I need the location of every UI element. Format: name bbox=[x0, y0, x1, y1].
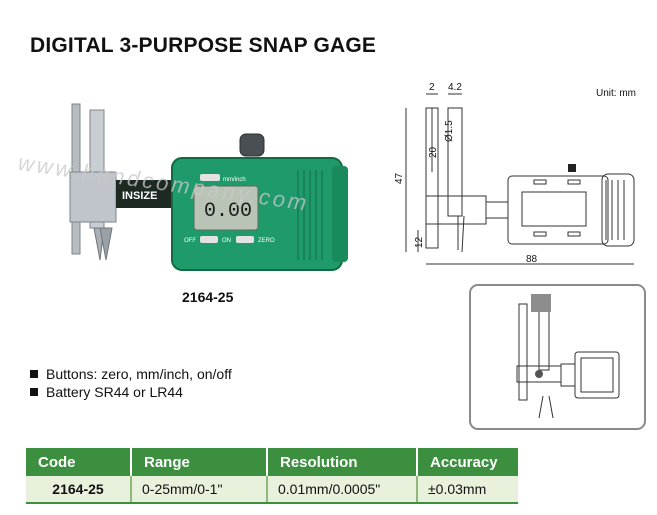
cell-range: 0-25mm/0-1" bbox=[131, 476, 268, 504]
brand-logo: INSIZE bbox=[122, 190, 157, 202]
product-photo: INSIZE 0.00 mm/inch OFF ON ZERO bbox=[69, 103, 348, 271]
zero-button-label: ZERO bbox=[258, 238, 275, 244]
unit-button-label: mm/inch bbox=[223, 177, 246, 183]
header-accuracy: Accuracy bbox=[417, 448, 518, 476]
model-number: 2164-25 bbox=[182, 289, 234, 305]
feature-item: Battery SR44 or LR44 bbox=[28, 383, 232, 401]
spec-header-row: Code Range Resolution Accuracy bbox=[26, 448, 518, 476]
lcd-reading: 0.00 bbox=[204, 200, 252, 223]
cell-resolution: 0.01mm/0.0005" bbox=[267, 476, 418, 504]
dim-47: 47 bbox=[394, 172, 405, 184]
page-title: DIGITAL 3-PURPOSE SNAP GAGE bbox=[30, 34, 377, 57]
dim-88: 88 bbox=[526, 254, 538, 265]
table-row: 2164-25 0-25mm/0-1" 0.01mm/0.0005" ±0.03… bbox=[26, 476, 518, 504]
feature-list: Buttons: zero, mm/inch, on/off Battery S… bbox=[28, 365, 232, 401]
dim-20: 20 bbox=[428, 146, 439, 158]
dim-dia-1-5: Ø1.5 bbox=[444, 120, 455, 142]
header-code: Code bbox=[26, 448, 132, 476]
dim-12: 12 bbox=[414, 236, 425, 248]
cell-code: 2164-25 bbox=[26, 476, 132, 504]
on-button-label: ON bbox=[222, 238, 231, 244]
dim-4-2: 4.2 bbox=[448, 82, 462, 93]
header-resolution: Resolution bbox=[267, 448, 418, 476]
dim-2: 2 bbox=[429, 82, 435, 93]
technical-drawing: 2 4.2 Ø1.5 20 47 12 88 bbox=[394, 82, 635, 265]
feature-item: Buttons: zero, mm/inch, on/off bbox=[28, 365, 232, 383]
spec-table: Code Range Resolution Accuracy 2164-25 0… bbox=[26, 448, 518, 504]
unit-label: Unit: mm bbox=[596, 88, 636, 99]
side-view-inset bbox=[469, 284, 646, 430]
off-button-label: OFF bbox=[184, 238, 196, 244]
cell-accuracy: ±0.03mm bbox=[417, 476, 518, 504]
header-range: Range bbox=[131, 448, 268, 476]
